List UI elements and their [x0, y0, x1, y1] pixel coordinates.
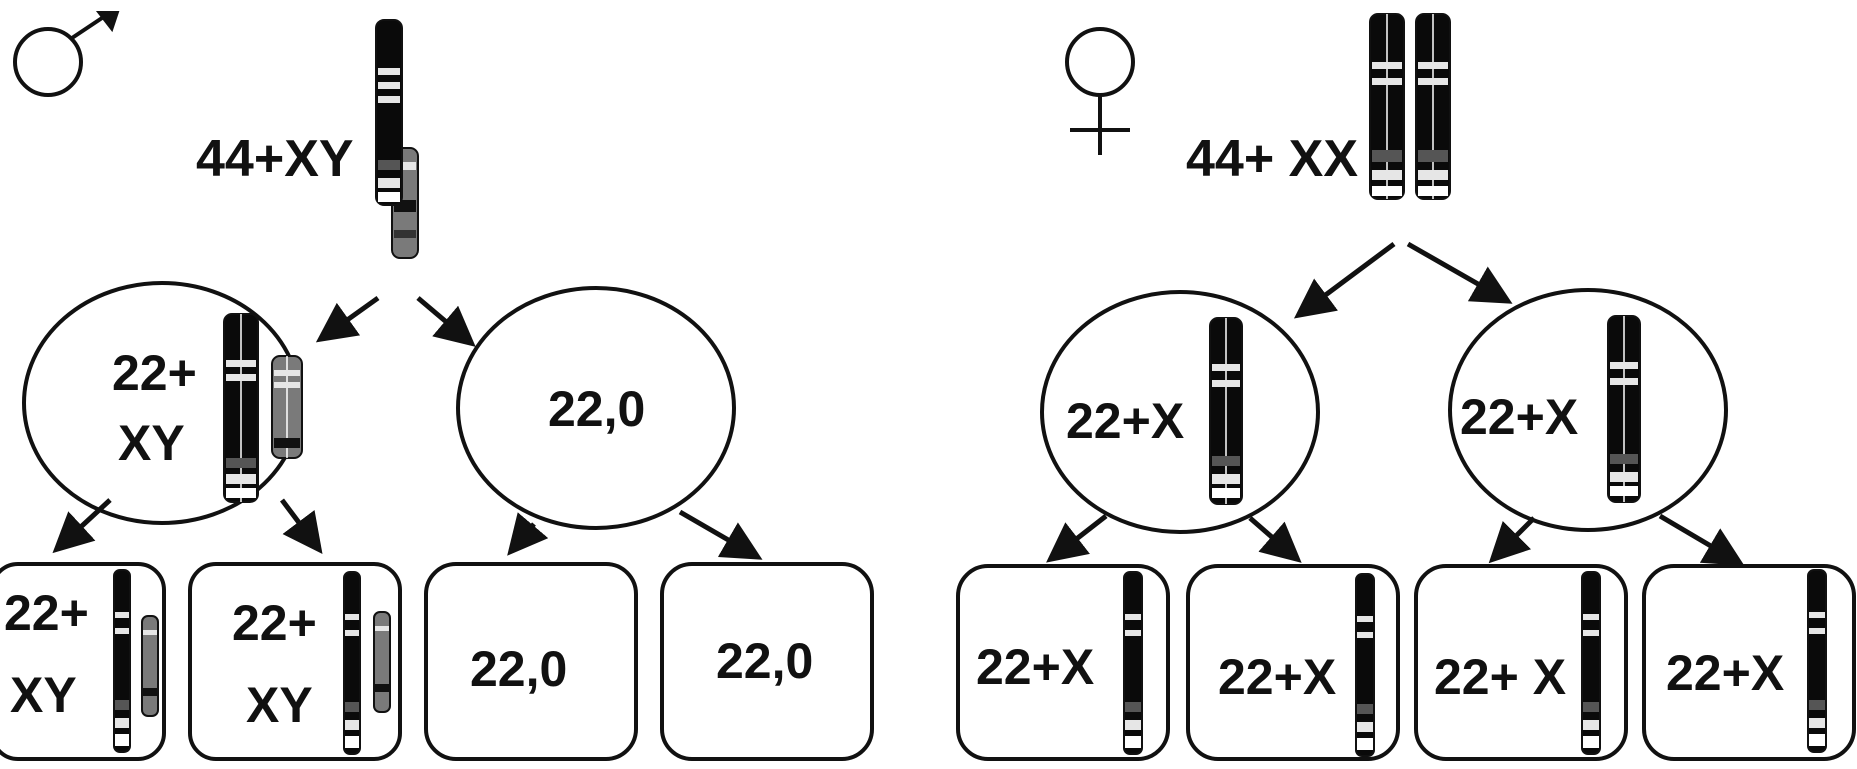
male-cell-xy-label-line2: XY: [118, 415, 185, 471]
female-cell-1-label: 22+X: [1066, 393, 1184, 449]
female-gamete-2: 22+X: [1186, 564, 1400, 761]
chromosome-x: [375, 19, 403, 206]
male-gamete-4: 22,0: [660, 562, 874, 761]
male-cell-xy-chromosomes: [223, 313, 303, 503]
female-cell-2-arrow-left: [1488, 516, 1536, 564]
female-cell-1: [1040, 290, 1320, 534]
male-symbol-icon: [13, 11, 120, 97]
female-arrow-left: [1293, 241, 1396, 319]
male-cell-null-arrow-left: [507, 512, 549, 556]
female-parent-label: 44+ XX: [1186, 130, 1358, 188]
female-gamete-3-label: 22+ X: [1434, 649, 1566, 705]
male-arrow-right: [416, 296, 476, 347]
male-cell-xy-arrow-right: [280, 498, 323, 554]
female-symbol-icon: [1065, 27, 1135, 155]
female-gamete-1: 22+X: [956, 564, 1170, 761]
male-cell-null-arrow-right: [678, 509, 763, 560]
male-cell-xy-label-line1: 22+: [112, 345, 197, 401]
male-gamete-2-label-line1: 22+: [232, 595, 317, 651]
female-cell-2-chromosome: [1607, 315, 1641, 503]
male-gamete-1-label-line2: XY: [10, 667, 77, 723]
male-parent-label: 44+XY: [196, 130, 354, 188]
female-arrow-right: [1406, 241, 1513, 304]
male-arrow-left: [315, 295, 380, 343]
female-gamete-4: 22+X: [1642, 564, 1856, 761]
female-cell-2-label: 22+X: [1460, 389, 1578, 445]
male-cell-nullisomic-label: 22,0: [548, 381, 645, 437]
female-cell-1-chromosome: [1209, 317, 1243, 505]
male-cell-xy-arrow-left: [52, 498, 112, 554]
female-gamete-1-label: 22+X: [976, 639, 1094, 695]
male-parent-chromosome-pair: [375, 19, 419, 259]
female-parent-chromosome-pair: [1369, 13, 1451, 200]
female-gamete-3: 22+ X: [1414, 564, 1628, 761]
female-cell-2-arrow-right: [1658, 513, 1745, 566]
male-gamete-2: 22+ XY: [188, 562, 402, 761]
female-cell-2: [1448, 288, 1728, 532]
female-cell-1-arrow-right: [1248, 516, 1302, 563]
male-gamete-1-label-line1: 22+: [4, 585, 89, 641]
male-cell-nullisomic: [456, 286, 736, 530]
female-cell-1-arrow-left: [1046, 514, 1108, 563]
male-gamete-2-label-line2: XY: [246, 677, 313, 733]
male-gamete-3: 22,0: [424, 562, 638, 761]
male-gamete-4-label: 22,0: [716, 633, 813, 689]
male-gamete-3-label: 22,0: [470, 641, 567, 697]
male-gamete-1: 22+ XY: [0, 562, 166, 761]
female-gamete-2-label: 22+X: [1218, 649, 1336, 705]
female-gamete-4-label: 22+X: [1666, 645, 1784, 701]
